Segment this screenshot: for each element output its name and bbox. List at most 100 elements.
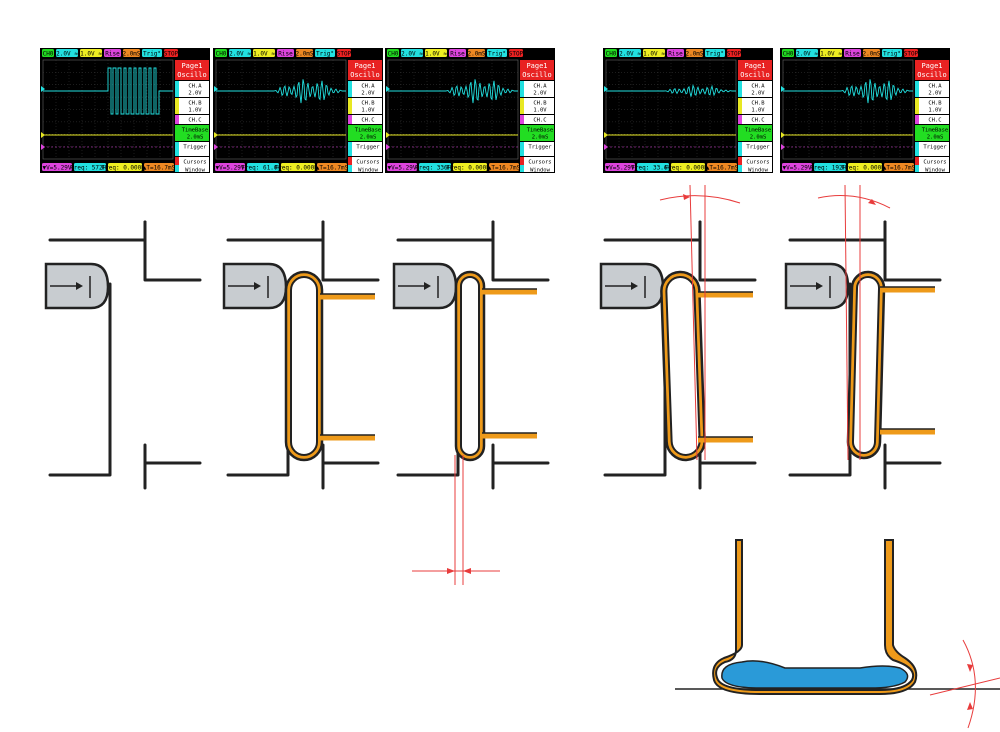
bottom-status-chip: [419, 163, 451, 171]
menu-item-box: [175, 81, 209, 97]
top-status-text: Trig°: [883, 50, 901, 57]
bottom-status-text: Freq: 192Hz: [810, 164, 850, 171]
menu-item-label: CH.B: [533, 101, 547, 107]
menu-item-value: 1.0V: [361, 108, 375, 114]
menu-item-color-tab: [348, 81, 352, 97]
tube-inner: [851, 276, 881, 454]
top-status-text: 2.0mS: [122, 50, 140, 57]
bottom-status-text: Freq: 0.000Hz: [275, 164, 322, 171]
menu-item-label: Window: [925, 168, 946, 174]
bottom-status-chip: [453, 163, 487, 171]
top-status-text: CH0: [43, 50, 54, 57]
menu-mode-label: Oscillo: [350, 71, 380, 79]
menu-item-value: 1.0V: [928, 108, 942, 114]
bottom-status-chip: [74, 163, 106, 171]
bottom-status-chip: [247, 163, 279, 171]
top-status-chip: [80, 49, 102, 57]
wall-top-edge: [396, 220, 495, 242]
top-status-chip: [425, 49, 447, 57]
bottom-status-text: ▲T=16.7mS: [488, 164, 521, 171]
air-jet-nozzle-icon: [222, 262, 288, 310]
menu-item-box: [738, 81, 772, 97]
menu-item-label: CH.B: [361, 101, 375, 107]
bottom-status-chip: [848, 163, 882, 171]
bottom-status-chip: [707, 163, 737, 171]
air-jet-nozzle-icon: [784, 262, 850, 310]
top-status-text: STOP: [509, 50, 524, 57]
wall-top-edge: [603, 220, 702, 242]
top-status-chip: [705, 49, 725, 57]
menu-item-color-tab: [520, 157, 524, 165]
bottom-status-chip: [144, 163, 174, 171]
menu-item-label: CH.A: [533, 84, 547, 90]
bottom-status-chip: [884, 163, 914, 171]
top-status-chip: [142, 49, 162, 57]
flexible-tube: [660, 270, 706, 462]
wall-top-edge: [788, 220, 887, 242]
menu-item-value: 2.0mS: [750, 135, 767, 141]
menu-item-label: CH.C: [361, 118, 374, 124]
top-status-chip: [882, 49, 902, 57]
menu-item-box: [915, 142, 949, 156]
top-status-text: 2.0mS: [685, 50, 703, 57]
top-status-chip: [904, 49, 918, 57]
menu-item-box: [348, 157, 382, 165]
menu-item-color-tab: [348, 142, 352, 156]
top-status-chip: [782, 49, 794, 57]
menu-item-color-tab: [520, 165, 524, 172]
bottom-status-text: Freq: 0.000Hz: [665, 164, 712, 171]
top-status-chip: [844, 49, 861, 57]
menu-item-color-tab: [915, 157, 919, 165]
ch-a-marker-icon: [604, 86, 608, 92]
top-status-text: 2.0mS: [862, 50, 880, 57]
top-status-text: Trig°: [488, 50, 506, 57]
menu-item-box: [738, 165, 772, 172]
top-status-chip: [337, 49, 351, 57]
ch-a-trace: [388, 79, 518, 104]
top-status-chip: [686, 49, 703, 57]
menu-item-label: TimeBase: [745, 128, 772, 134]
menu-page-box: [520, 60, 554, 80]
top-status-text: STOP: [164, 50, 179, 57]
menu-item-box: [520, 81, 554, 97]
menu-item-color-tab: [915, 98, 919, 114]
menu-item-value: 2.0V: [361, 91, 375, 97]
sketch-panel-5: [784, 184, 942, 490]
menu-item-color-tab: [175, 142, 179, 156]
menu-page-label: Page1: [526, 62, 547, 70]
top-status-text: CH0: [606, 50, 617, 57]
top-status-chip: [401, 49, 423, 57]
wall-left-inner: [48, 282, 112, 477]
top-status-chip: [315, 49, 335, 57]
bottom-status-text: ▲T=16.7mS: [883, 164, 916, 171]
top-status-text: 2.0V ≈: [796, 50, 818, 57]
menu-item-color-tab: [348, 157, 352, 165]
angle-arc-icon: [962, 639, 976, 729]
menu-item-color-tab: [520, 98, 524, 114]
wall-lower-ledge: [321, 443, 380, 465]
bottom-status-chip: [605, 163, 635, 171]
menu-item-label: Window: [358, 168, 379, 174]
menu-page-box: [915, 60, 949, 80]
menu-item-color-tab: [915, 115, 919, 124]
menu-item-box: [915, 165, 949, 172]
menu-item-box: [520, 125, 554, 141]
menu-item-label: CH.B: [928, 101, 942, 107]
menu-item-label: TimeBase: [355, 128, 382, 134]
menu-item-color-tab: [738, 165, 742, 172]
top-status-text: Trig°: [143, 50, 161, 57]
angle-arrowhead: [683, 194, 690, 200]
menu-item-box: [915, 98, 949, 114]
top-status-text: Trig°: [316, 50, 334, 57]
menu-item-box: [738, 157, 772, 165]
top-status-chip: [727, 49, 741, 57]
menu-item-box: [175, 165, 209, 172]
menu-item-value: 2.0mS: [187, 135, 204, 141]
menu-item-label: CH.B: [188, 101, 202, 107]
bottom-status-text: ▼V=5.29V: [388, 164, 417, 171]
top-status-text: Trig°: [706, 50, 724, 57]
